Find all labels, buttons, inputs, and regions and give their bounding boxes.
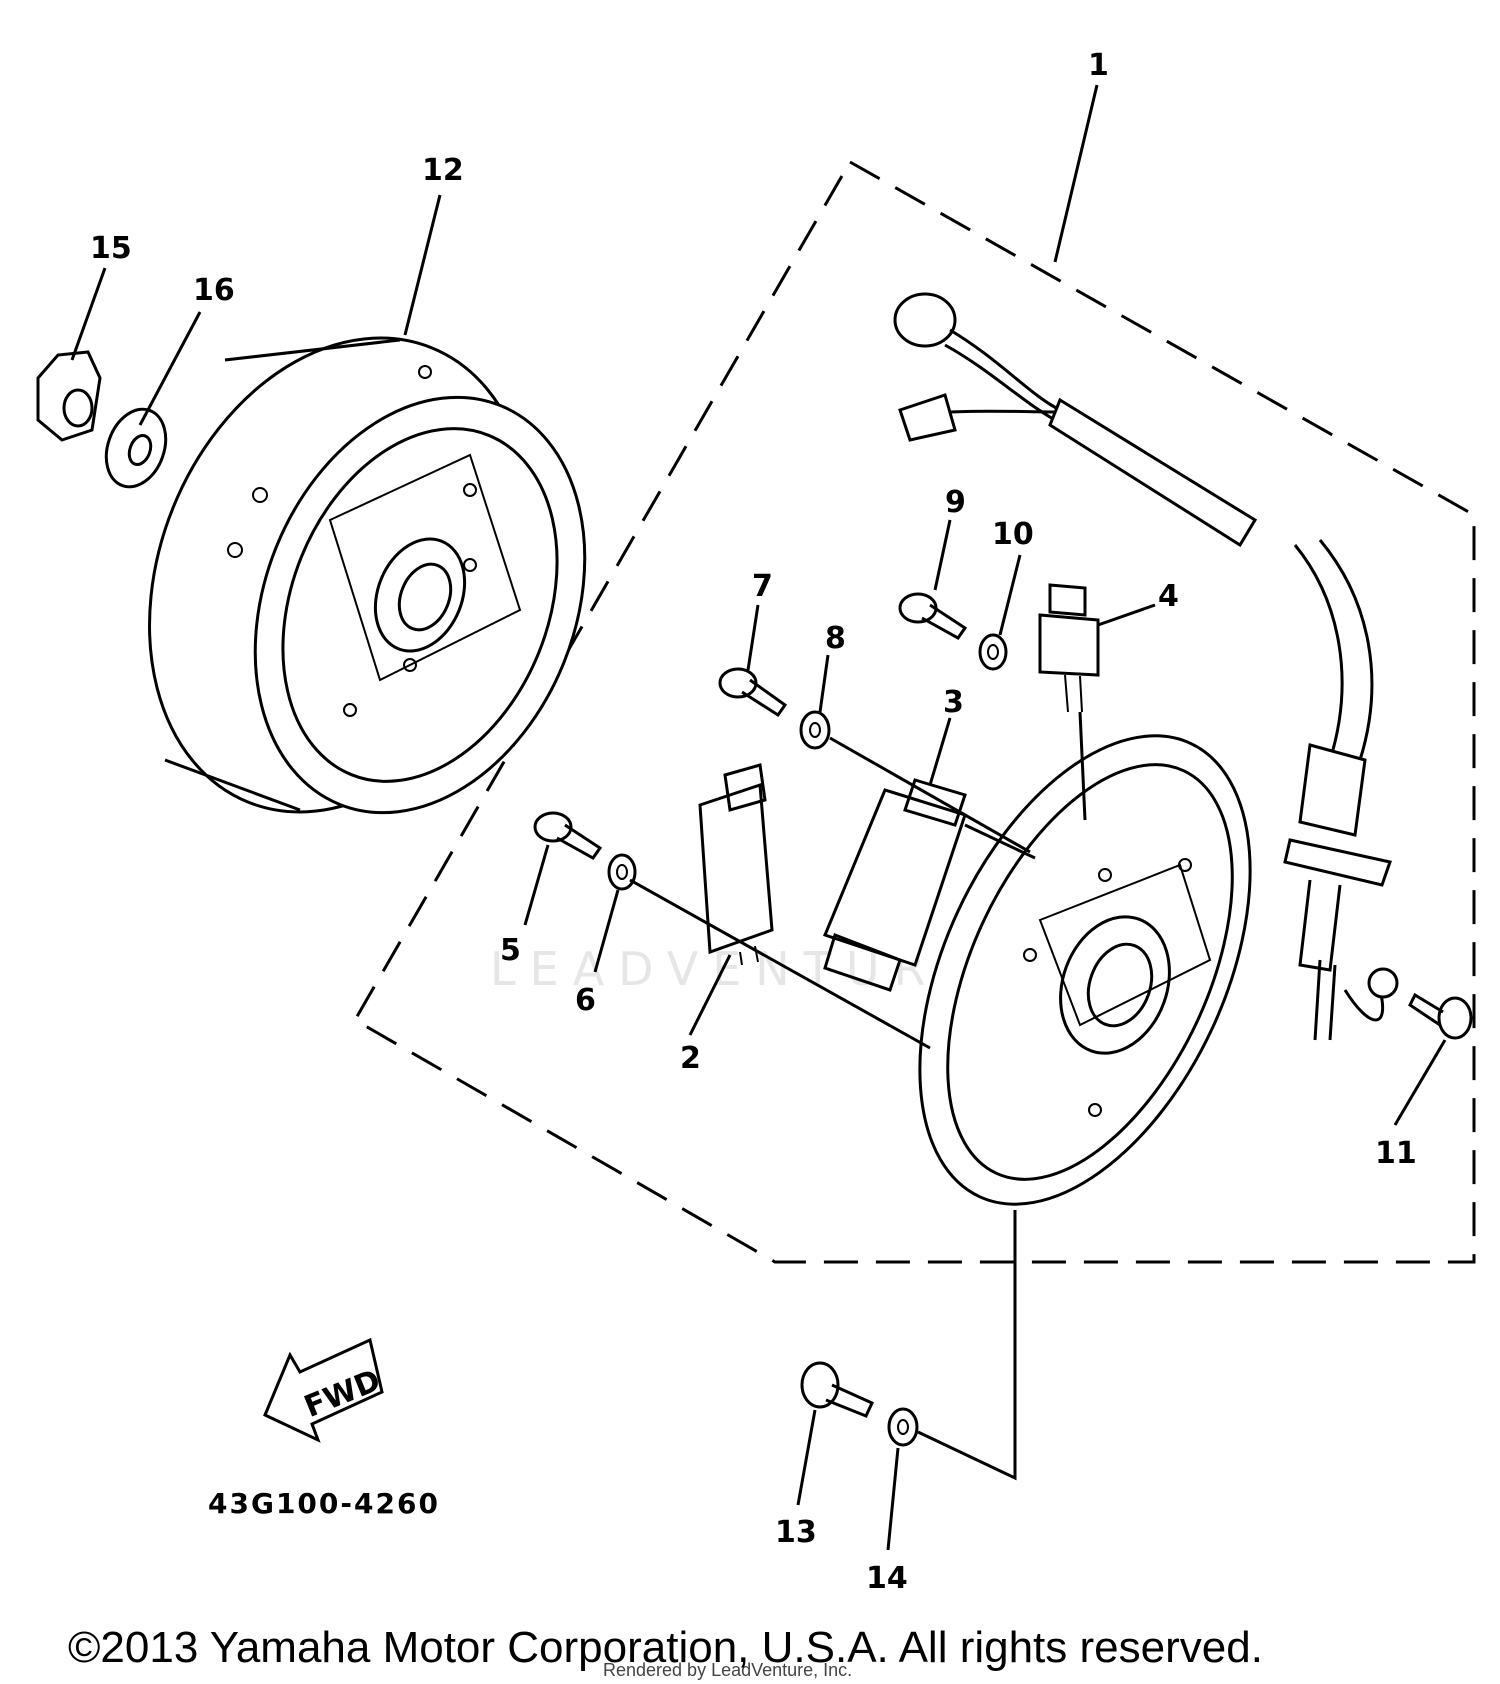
callout-numbers: 1 2 3 4 5 6 7 8 9 10 11 12 13 14 15 16	[90, 48, 1417, 1596]
callout-14: 14	[866, 1561, 908, 1596]
callout-16: 16	[193, 273, 235, 308]
callout-5: 5	[500, 933, 521, 968]
part-code: 43G100-4260	[208, 1487, 440, 1520]
washer-10	[978, 633, 1008, 671]
screw-13	[800, 1361, 874, 1418]
copyright-notice: ©2013 Yamaha Motor Corporation, U.S.A. A…	[68, 1623, 1263, 1672]
callout-9: 9	[945, 485, 966, 520]
leader-lines	[70, 84, 1447, 1551]
washer-14	[887, 1407, 919, 1447]
callout-3: 3	[943, 685, 964, 720]
assembly-boundary	[352, 160, 1476, 1264]
flywheel-rotor	[148, 336, 587, 815]
callout-15: 15	[90, 231, 132, 266]
callout-7: 7	[752, 569, 773, 604]
fwd-arrow-icon: FWD	[263, 1337, 385, 1443]
charge-coil	[698, 763, 774, 966]
screw-7	[718, 667, 788, 718]
callout-10: 10	[992, 517, 1034, 552]
flywheel-nut	[36, 350, 102, 442]
pulser-coil	[822, 778, 967, 992]
callout-13: 13	[775, 1515, 817, 1550]
callout-12: 12	[422, 153, 464, 188]
screw-5	[533, 811, 603, 860]
callout-8: 8	[825, 621, 846, 656]
callout-2: 2	[680, 1041, 701, 1076]
callout-6: 6	[575, 983, 596, 1018]
callout-4: 4	[1158, 579, 1179, 614]
lighting-coil-connector	[1038, 583, 1100, 713]
screw-9	[898, 592, 968, 640]
washer-8	[799, 710, 831, 750]
washer-6	[607, 853, 637, 891]
flywheel-washer	[104, 407, 168, 489]
stator-base-plate	[918, 734, 1252, 1206]
callout-11: 11	[1375, 1136, 1417, 1171]
screw-11	[1408, 992, 1473, 1040]
callout-1: 1	[1088, 48, 1109, 83]
rendered-by: Rendered by LeadVenture, Inc.	[603, 1660, 852, 1680]
wire-harness	[893, 292, 1258, 548]
lead-wire-bundle	[1283, 539, 1399, 1041]
